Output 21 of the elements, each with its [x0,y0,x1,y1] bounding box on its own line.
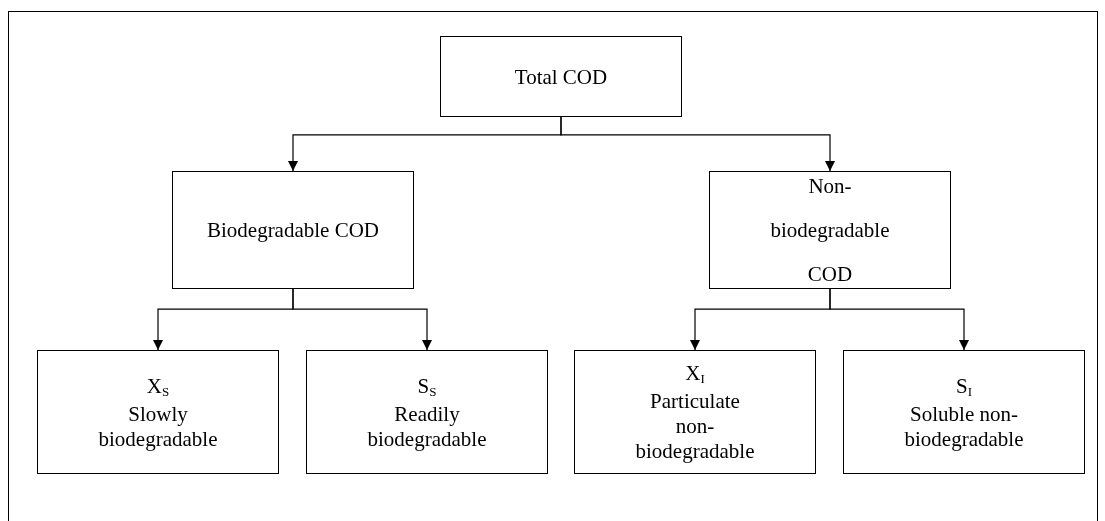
category-box [172,171,414,289]
box-label: Slowly biodegradable [98,401,218,452]
box-label: Soluble non-biodegradable [904,401,1024,452]
component-symbol: X$_{I}$ [685,360,705,388]
category-box [709,171,951,289]
arrow [560,116,835,172]
box-label: Biodegradable COD [206,217,379,243]
box-label: Total COD [514,63,608,90]
category-box [440,36,682,117]
component-symbol: X$_{S}$ [146,372,170,401]
box-label: Particulate non-biodegradable [635,389,755,464]
box-label: Readily biodegradable [367,401,487,452]
category-box [306,350,548,474]
component-symbol: S$_{S}$ [417,372,437,401]
box-label: Non-biodegradable COD [770,173,890,288]
category-box [843,350,1085,474]
category-box [574,350,816,474]
arrow [829,288,969,351]
component-symbol: S$_{I}$ [956,372,972,401]
arrow [292,288,432,351]
category-box [37,350,279,474]
